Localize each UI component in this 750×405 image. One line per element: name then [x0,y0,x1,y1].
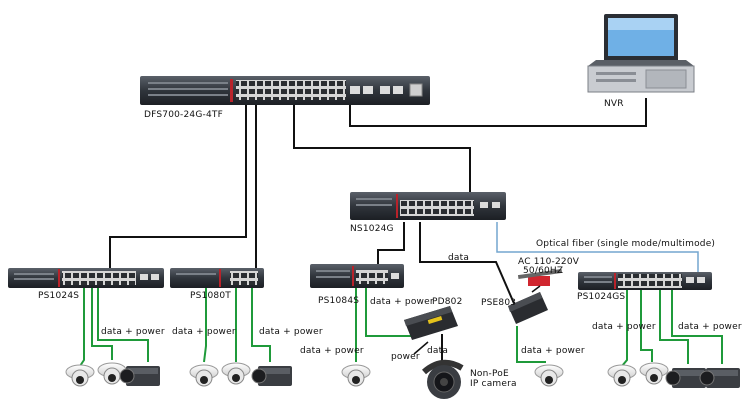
camera-dome-6 [534,364,564,387]
pse803-label: PSE803 [481,298,517,308]
optical-fiber-cable [496,222,699,272]
camera-box-3 [665,368,706,388]
data-power-label: data + power [370,297,434,307]
ps1024s-label: PS1024S [38,291,80,301]
data-label: data [448,253,470,263]
data-cables [109,98,647,366]
optical-fiber-label: Optical fiber (single mode/multimode) [536,239,716,249]
data-power-label: data + power [678,322,742,332]
camera-dome-5 [341,364,371,387]
camera-dome-1 [65,364,95,387]
camera-nonpoe [422,359,464,399]
data-power-label: data + power [300,346,364,356]
ps1024s-switch [8,268,164,288]
pd802-splitter [404,306,458,340]
nonpoe-camera-label-line2: IP camera [470,379,517,389]
ps1084s-label: PS1084S [318,296,360,306]
poe-cables [79,286,723,367]
ps1084s-switch [310,264,404,288]
ps1080t-switch [170,268,264,288]
camera-dome-7 [607,364,637,387]
nvr-device [587,14,695,93]
core-switch [140,76,430,105]
camera-dome-3 [189,364,219,387]
ps1080t-label: PS1080T [190,291,231,301]
ps1024gs-switch [578,272,712,290]
camera-box-2 [251,366,292,386]
data-power-label: data + power [259,327,323,337]
ac-power-label-line2: 50/60HZ [523,266,564,276]
pd802-label: PD802 [432,297,463,307]
core-switch-label: DFS700-24G-4TF [144,110,223,120]
data-label: data [427,346,449,356]
power-pointer-line [413,341,429,355]
ns1024g-switch [350,192,506,220]
ps1024gs-label: PS1024GS [577,292,626,302]
ns1024g-label: NS1024G [350,224,394,234]
cable-core-to-ns1024g [293,104,471,192]
camera-dome-8 [639,362,669,385]
cable-core-to-nvr [349,98,647,127]
cable-ns-to-pse803 [419,222,517,309]
camera-box-4 [699,368,740,388]
data-power-label: data + power [592,322,656,332]
nonpoe-camera-label-line1: Non-PoE [470,369,509,379]
camera-box-1 [119,366,160,386]
nvr-label: NVR [604,99,624,109]
cable-core-to-ps1024s [109,104,247,268]
pse803-injector [508,268,563,324]
data-power-label: data + power [521,346,585,356]
data-power-label: data + power [101,327,165,337]
camera-dome-4 [221,362,251,385]
cable-ns-to-ps1084s [377,222,405,264]
data-power-label: data + power [172,327,236,337]
ac-power-label-line1: AC 110-220V [518,257,580,267]
camera-dome-2 [97,362,127,385]
power-label: power [391,352,420,362]
